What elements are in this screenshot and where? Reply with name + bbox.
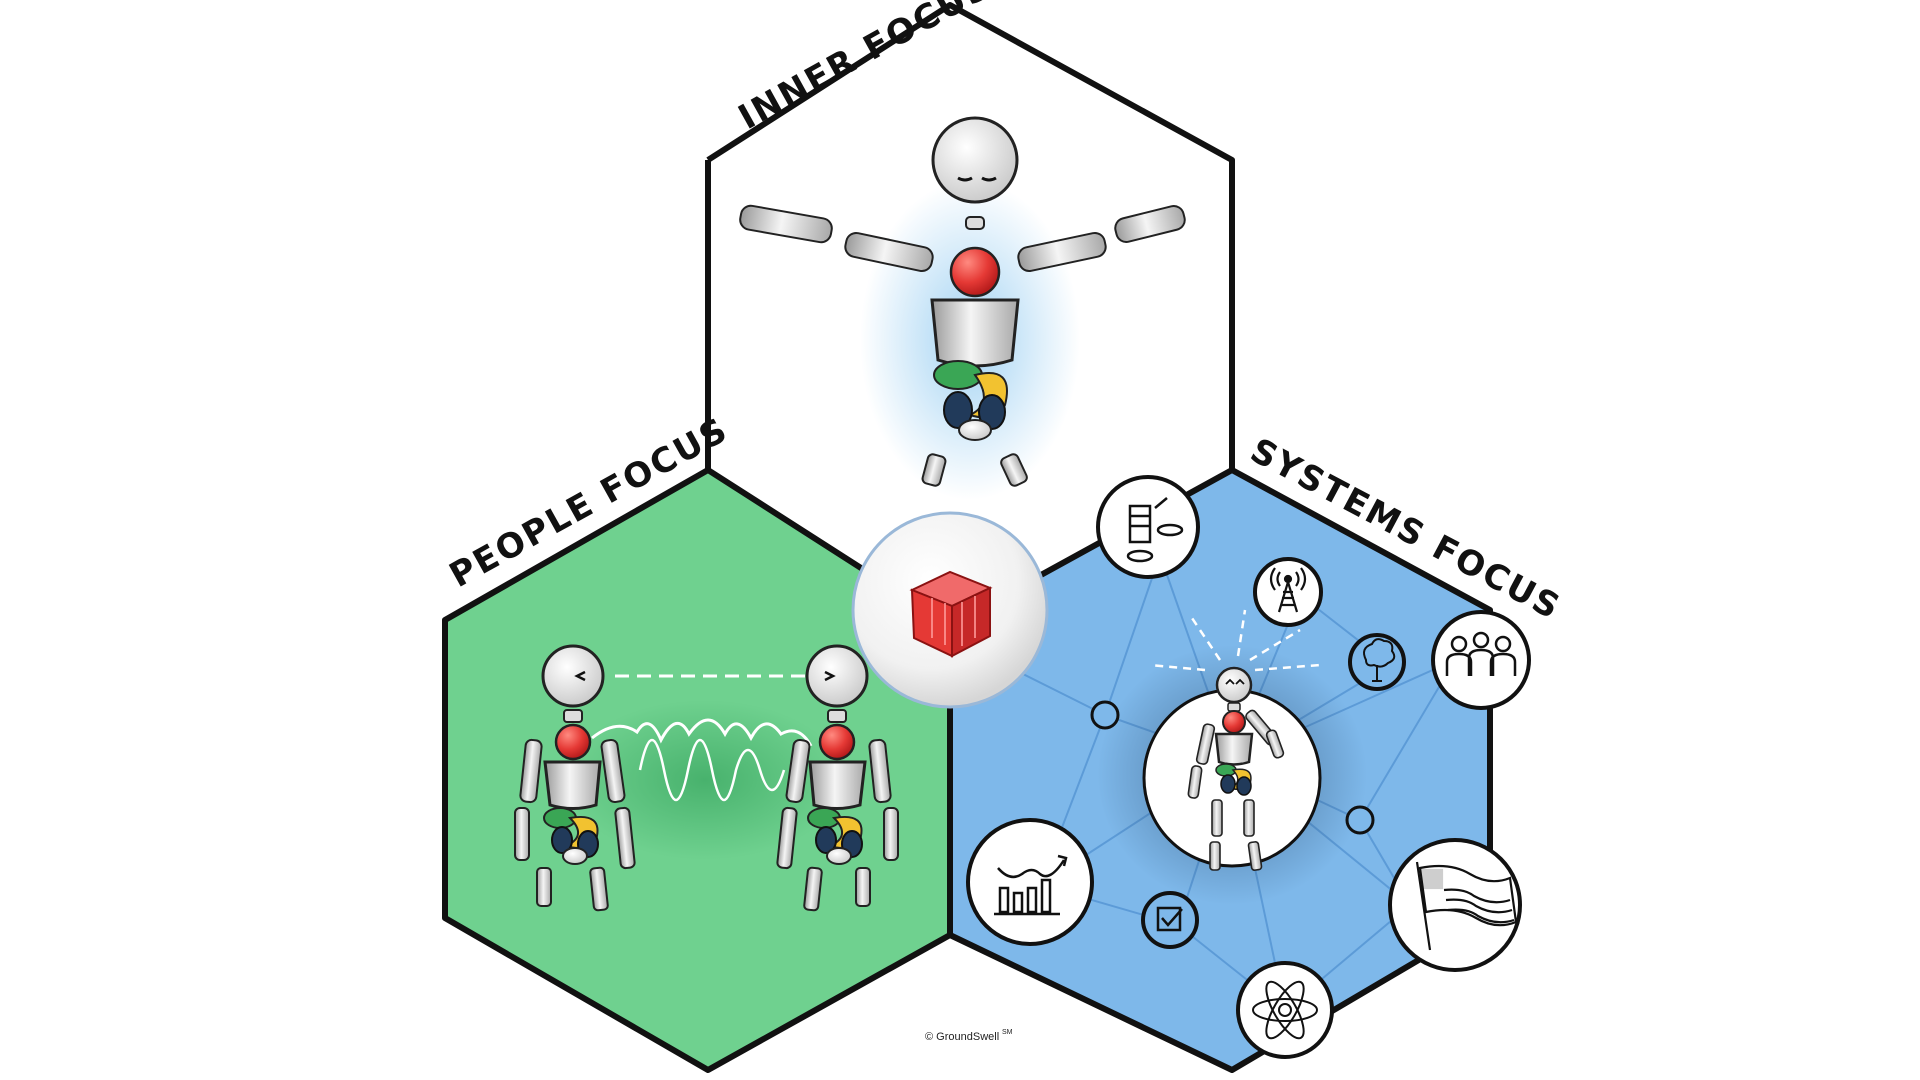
- service-mark: SM: [1002, 1029, 1013, 1036]
- person-left: [514, 644, 636, 912]
- center-bubble: [851, 511, 1049, 709]
- radio-tower-icon: [1253, 557, 1323, 627]
- connection-line: [591, 718, 813, 747]
- flag-icon: [1388, 838, 1522, 972]
- heart-ball: [949, 246, 1001, 298]
- systems-focus-figure: [1149, 609, 1321, 871]
- bar-chart-icon: [966, 818, 1094, 946]
- person-right: [776, 644, 899, 912]
- tree-icon: [1348, 633, 1406, 691]
- network-node: [1345, 805, 1375, 835]
- copyright-text: © GroundSwell: [925, 1031, 999, 1043]
- factory-icon: [1096, 475, 1200, 579]
- figure-head: [931, 116, 1019, 204]
- wave-line: [638, 738, 786, 802]
- checkbox-icon: [1141, 891, 1199, 949]
- network-node: [1090, 700, 1120, 730]
- inner-focus-figure: [739, 116, 1186, 500]
- people-focus-scene: [514, 644, 899, 912]
- red-cube-icon: [909, 570, 993, 658]
- people-aura: [565, 700, 845, 860]
- group-of-people-icon: [1431, 610, 1531, 710]
- hexagon-outlines: [442, 2, 1493, 1073]
- atom-icon: [1236, 961, 1334, 1059]
